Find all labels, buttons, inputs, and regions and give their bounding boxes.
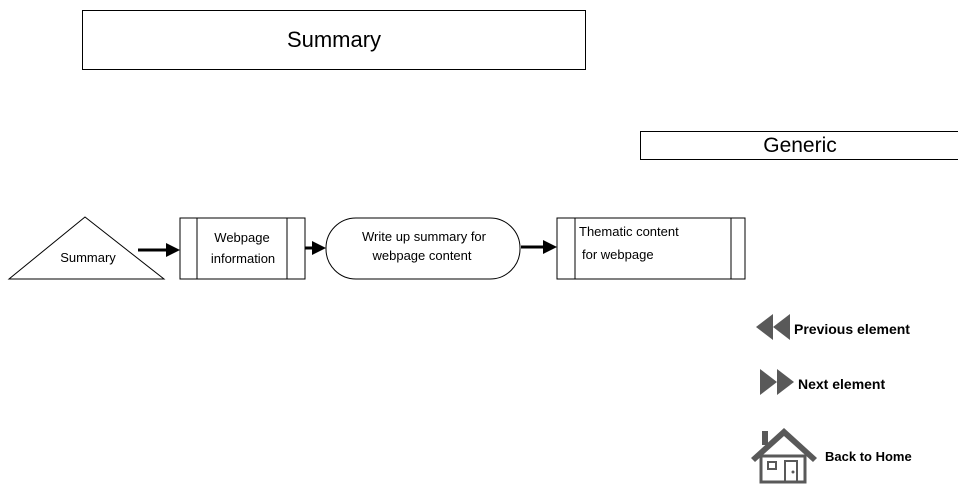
action-label-line2: webpage content <box>371 248 471 263</box>
page-title: Summary <box>82 10 586 70</box>
home-icon <box>749 426 819 487</box>
category-label: Generic <box>640 131 958 160</box>
action-label-line1: Write up summary for <box>362 229 487 244</box>
back-to-home-label: Back to Home <box>825 449 912 464</box>
previous-element-label: Previous element <box>794 320 910 337</box>
input-label: Summary <box>60 250 116 265</box>
output-box-thematic-content: Thematic content for webpage <box>556 217 746 280</box>
input-triangle: Summary <box>7 216 166 280</box>
process-box-webpage-information: Webpage information <box>179 217 306 280</box>
process-label-line2: information <box>211 251 275 266</box>
category-label-text: Generic <box>763 133 837 157</box>
fast-forward-icon <box>760 369 794 398</box>
output-label-line1: Thematic content <box>579 224 679 239</box>
process-label-line1: Webpage <box>214 230 269 245</box>
back-to-home-button[interactable]: Back to Home <box>749 426 912 487</box>
action-terminal-write-summary: Write up summary for webpage content <box>325 217 521 280</box>
next-element-button[interactable]: Next element <box>760 369 885 398</box>
next-element-label: Next element <box>798 375 886 392</box>
output-label-line2: for webpage <box>582 247 654 262</box>
rewind-icon <box>756 314 790 343</box>
arrow-input-to-process <box>138 243 180 257</box>
page-title-text: Summary <box>286 27 382 52</box>
arrow-process-to-action <box>305 241 326 255</box>
previous-element-button[interactable]: Previous element <box>756 314 910 343</box>
arrow-action-to-output <box>521 240 557 254</box>
